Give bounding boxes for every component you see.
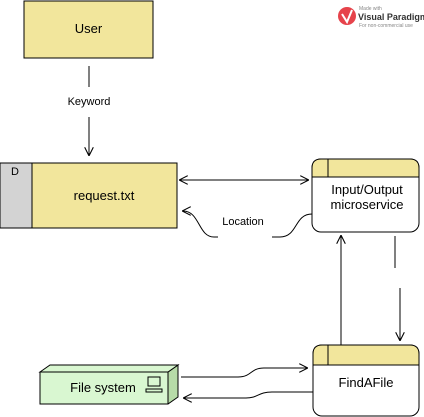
io-label-line1: Input/Output bbox=[331, 182, 403, 197]
watermark-brand: Visual Paradigm bbox=[358, 12, 424, 22]
watermark-line3: For non-commercial use bbox=[359, 23, 413, 29]
flow-keyword-label: Keyword bbox=[68, 96, 111, 108]
flow-keyword[interactable]: Keyword bbox=[68, 66, 111, 155]
computer-icon bbox=[145, 376, 163, 393]
user-entity[interactable]: User bbox=[23, 0, 154, 59]
findafile-process[interactable]: FindAFile bbox=[312, 344, 420, 417]
filesystem-label: File system bbox=[70, 380, 136, 395]
flow-io-to-findafile[interactable] bbox=[395, 236, 400, 340]
findafile-label: FindAFile bbox=[339, 375, 394, 390]
datastore-tag-box bbox=[0, 162, 33, 229]
datastore-tag: D bbox=[11, 166, 19, 178]
flow-filesystem-to-findafile[interactable] bbox=[181, 368, 307, 378]
watermark-line1: Made with bbox=[359, 6, 382, 12]
flow-findafile-to-filesystem[interactable] bbox=[184, 391, 313, 398]
io-process-band bbox=[311, 158, 420, 178]
io-label-line2: microservice bbox=[331, 197, 404, 212]
request-label: request.txt bbox=[74, 188, 135, 203]
flow-location[interactable]: Location bbox=[183, 211, 313, 238]
filesystem-entity[interactable]: File system bbox=[38, 364, 180, 405]
watermark: Made with Visual Paradigm For non-commer… bbox=[338, 6, 424, 29]
user-label: User bbox=[75, 21, 103, 36]
request-datastore[interactable]: D request.txt bbox=[0, 162, 178, 229]
io-microservice-process[interactable]: Input/Output microservice bbox=[311, 158, 420, 233]
findafile-process-band bbox=[312, 344, 420, 366]
filesystem-top bbox=[38, 364, 180, 373]
flow-location-label: Location bbox=[222, 216, 264, 228]
